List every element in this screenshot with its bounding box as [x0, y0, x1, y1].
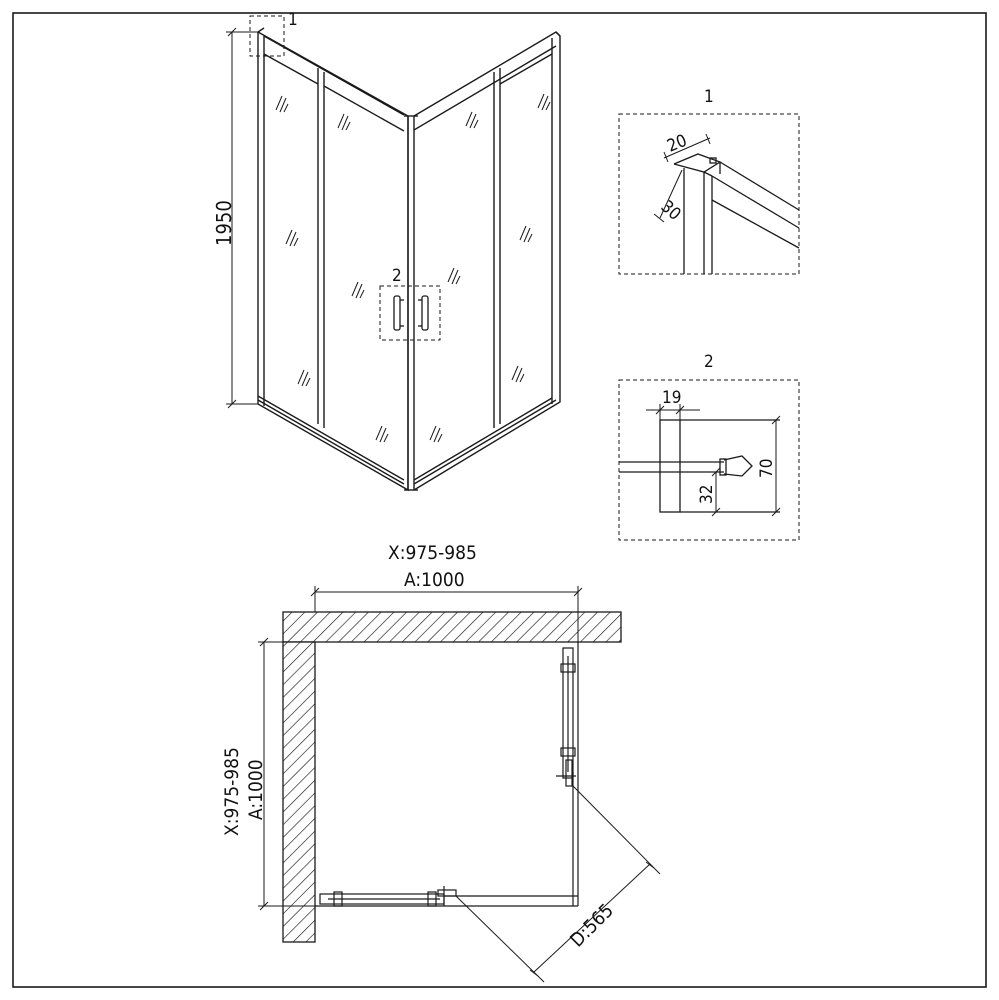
glass-reflection-marks — [275, 93, 551, 443]
plan-x-range-left: X:975-985 — [221, 747, 243, 836]
plan-a-left: A:1000 — [245, 759, 267, 820]
callout-box-2 — [379, 285, 441, 341]
detail-2-title: 2 — [704, 352, 714, 372]
height-dimension — [226, 27, 258, 409]
detail-1-profile — [673, 153, 800, 274]
sheet-border — [12, 12, 987, 988]
detail-1-depth-label: 30 — [657, 197, 685, 225]
height-dimension-label: 1950 — [212, 200, 236, 246]
plan-left-dimensions — [258, 637, 315, 911]
plan-shower-outline — [315, 642, 579, 907]
door-handles — [393, 295, 429, 331]
callout-label-2: 2 — [392, 266, 402, 286]
detail-2-height-label: 70 — [757, 459, 777, 478]
plan-a-top: A:1000 — [404, 569, 465, 591]
plan-top-dimensions — [310, 586, 583, 642]
plan-x-range-top: X:975-985 — [388, 542, 477, 564]
plan-door-opening-dimension — [455, 785, 661, 983]
detail-2-width-label: 19 — [662, 388, 681, 408]
detail-1-frame — [618, 113, 800, 275]
detail-1-dimensions — [653, 133, 711, 223]
detail-1-title: 1 — [704, 87, 714, 107]
callout-box-1 — [249, 15, 285, 57]
plan-door-opening-label: D:565 — [566, 900, 618, 952]
plan-walls — [282, 611, 622, 943]
callout-label-1: 1 — [288, 10, 298, 30]
detail-2-dimensions — [646, 404, 781, 517]
shower-elevation-view — [257, 27, 561, 492]
detail-2-offset-label: 32 — [697, 485, 717, 504]
detail-2-handle-profile — [619, 419, 780, 513]
detail-1-width-label: 20 — [664, 131, 690, 157]
detail-2-frame — [618, 379, 800, 541]
